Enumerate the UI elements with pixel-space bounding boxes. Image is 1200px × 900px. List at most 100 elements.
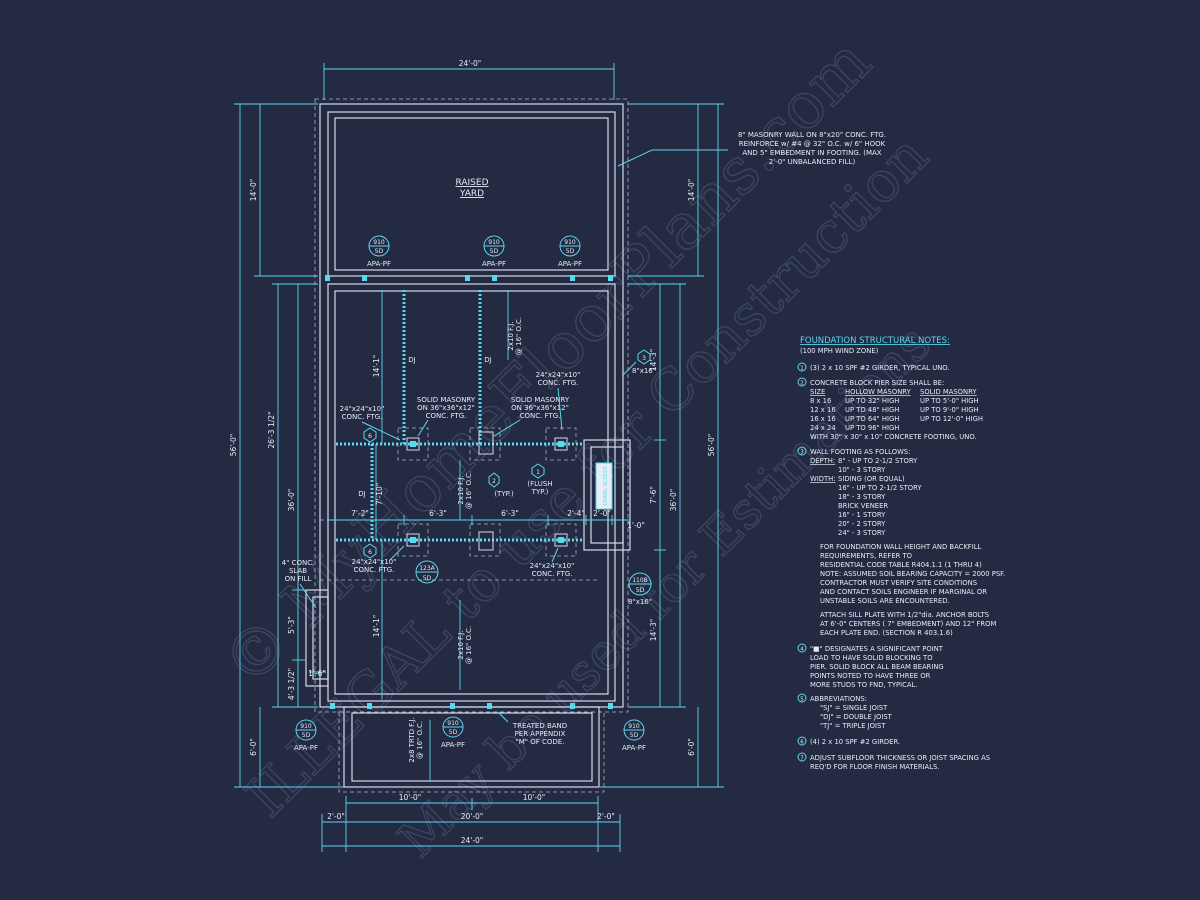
note-marker: 6 xyxy=(363,543,377,559)
right-bay-wall xyxy=(583,439,631,551)
pier xyxy=(406,533,420,547)
apa-tag: 910 5D APA-PF xyxy=(558,235,582,268)
svg-text:SOLID MASONRY: SOLID MASONRY xyxy=(920,388,977,396)
section-tag: 110B 5D 8"x16" xyxy=(628,572,652,606)
svg-text:20" - 2 STORY: 20" - 2 STORY xyxy=(838,520,886,528)
svg-text:16" - 1 STORY: 16" - 1 STORY xyxy=(838,511,886,519)
svg-text:12 x 16: 12 x 16 xyxy=(810,406,836,414)
svg-text:CONCRETE BLOCK PIER SIZE SHALL: CONCRETE BLOCK PIER SIZE SHALL BE: xyxy=(810,379,944,387)
right-bay-inner-wall xyxy=(590,446,624,544)
band-label-3: "M" OF CODE. xyxy=(516,738,565,746)
svg-text:(4) 2 x 10 SPF #2 GIRDER.: (4) 2 x 10 SPF #2 GIRDER. xyxy=(810,738,900,746)
svg-text:DEPTH:: DEPTH: xyxy=(810,457,835,465)
raised-yard-label-2: YARD xyxy=(459,189,484,199)
svg-text:5D: 5D xyxy=(566,248,575,255)
raised-yard-label-1: RAISED xyxy=(455,178,488,188)
svg-text:POINTS NOTED TO HAVE THREE OR: POINTS NOTED TO HAVE THREE OR xyxy=(810,672,931,680)
svg-text:910: 910 xyxy=(300,723,312,730)
note-2: 2 CONCRETE BLOCK PIER SIZE SHALL BE: SIZ… xyxy=(797,377,983,441)
dj-label: DJ xyxy=(358,490,365,498)
svg-text:UP TO 64" HIGH: UP TO 64" HIGH xyxy=(845,415,899,423)
crawl-access-opening xyxy=(595,462,613,510)
footing-label-1: 24"x24"x10" xyxy=(536,371,581,379)
pier-footing xyxy=(545,523,577,557)
point-load-marker xyxy=(330,703,335,709)
svg-text:SIZE: SIZE xyxy=(810,388,825,396)
point-load-marker xyxy=(367,703,372,709)
apa-tag: 910 5D APA-PF xyxy=(482,235,506,268)
dim-v-710: 7'-10" xyxy=(375,483,384,506)
note-marker: 1 (FLUSH TYP.) xyxy=(527,463,553,496)
wall-note: 8" MASONRY WALL ON 8"x20" CONC. FTG. REI… xyxy=(738,131,886,166)
svg-text:(TYP.): (TYP.) xyxy=(494,490,514,498)
structural-notes: FOUNDATION STRUCTURAL NOTES: (100 MPH WI… xyxy=(797,336,1005,771)
svg-text:110B: 110B xyxy=(632,577,648,584)
svg-text:8 x 16: 8 x 16 xyxy=(810,397,831,405)
girders xyxy=(336,290,584,542)
dim-right-middle: 36'-0" xyxy=(669,489,678,512)
note-marker: 3 8"x16" xyxy=(621,349,656,377)
svg-text:UP TO 48" HIGH: UP TO 48" HIGH xyxy=(845,406,899,414)
svg-text:"DJ" = DOUBLE JOIST: "DJ" = DOUBLE JOIST xyxy=(820,713,893,721)
foundation-wall-paragraph: FOR FOUNDATION WALL HEIGHT AND BACKFILL … xyxy=(820,543,1005,605)
pier xyxy=(478,531,494,551)
dim-v-141a: 14'-1" xyxy=(372,355,381,378)
dim-h-10: 1'-0" xyxy=(627,521,645,530)
point-load-marker xyxy=(492,275,497,281)
fj-label-1: 2x10 F.J. xyxy=(457,475,465,504)
svg-text:5D: 5D xyxy=(636,587,645,594)
svg-text:3: 3 xyxy=(800,450,804,456)
note-6: 6 (4) 2 x 10 SPF #2 GIRDER. xyxy=(797,736,900,746)
svg-text:2: 2 xyxy=(800,381,804,387)
note-4: 4 "■" DESIGNATES A SIGNIFICANT POINT LOA… xyxy=(797,643,944,689)
note-7: 7 ADJUST SUBFLOOR THICKNESS OR JOIST SPA… xyxy=(797,752,990,771)
pier xyxy=(554,533,568,547)
svg-text:REQUIREMENTS, REFER TO: REQUIREMENTS, REFER TO xyxy=(820,552,912,560)
svg-text:REQ'D FOR FLOOR FINISH MATERIA: REQ'D FOR FLOOR FINISH MATERIALS. xyxy=(810,763,939,771)
point-load-marker xyxy=(325,275,330,281)
apa-tag: 910 5D APA-PF xyxy=(294,719,318,752)
wall-note-4: 2'-0" UNBALANCED FILL) xyxy=(769,158,856,166)
dim-h-63a: 6'-3" xyxy=(429,509,447,518)
raised-yard-inner-wall xyxy=(334,117,609,271)
dim-h-20: 2'-0" xyxy=(593,509,611,518)
svg-text:24 x 24: 24 x 24 xyxy=(810,424,836,432)
point-load-marker xyxy=(465,275,470,281)
wall-note-2: REINFORCE w/ #4 @ 32" O.C. w/ 6" HOOK xyxy=(739,140,886,148)
wall-note-3: AND 5" EMBEDMENT IN FOOTING. (MAX xyxy=(742,149,881,157)
dim-left-bottom: 6'-0" xyxy=(249,738,258,756)
svg-text:WIDTH:: WIDTH: xyxy=(810,475,836,483)
dim-right-upper: 14'-3" xyxy=(649,349,658,372)
svg-text:910: 910 xyxy=(488,239,500,246)
svg-text:WALL FOOTING AS FOLLOWS:: WALL FOOTING AS FOLLOWS: xyxy=(810,448,910,456)
dim-bottom-left-side: 2'-0" xyxy=(327,812,345,821)
note-3: 3 WALL FOOTING AS FOLLOWS: DEPTH: 8" - U… xyxy=(797,446,922,537)
svg-text:5D: 5D xyxy=(375,248,384,255)
dim-h-24: 2'-4" xyxy=(567,509,585,518)
fj-label-2: @ 16" O.C. xyxy=(465,471,473,509)
svg-text:HOLLOW MASONRY: HOLLOW MASONRY xyxy=(845,388,912,396)
svg-text:TYP.): TYP.) xyxy=(531,488,549,496)
svg-text:(FLUSH: (FLUSH xyxy=(527,480,552,488)
dim-h-63b: 6'-3" xyxy=(501,509,519,518)
svg-text:910: 910 xyxy=(564,239,576,246)
dim-left-inner: 26'-3 1/2" xyxy=(267,412,276,449)
footing-label-1: 24"x24"x10" xyxy=(352,558,397,566)
note-marker: 6 xyxy=(363,427,377,443)
porch-footing-outline xyxy=(338,711,605,793)
svg-text:WITH 30" x 30" x 10" CONCRETE: WITH 30" x 30" x 10" CONCRETE FOOTING, U… xyxy=(810,433,977,441)
svg-text:MORE STUDS TO FND, TYPICAL.: MORE STUDS TO FND, TYPICAL. xyxy=(810,681,918,689)
svg-text:APA-PF: APA-PF xyxy=(482,260,506,268)
sill-plate-paragraph: ATTACH SILL PLATE WITH 1/2"dia. ANCHOR B… xyxy=(820,611,996,637)
note-1: 1 (3) 2 x 10 SPF #2 GIRDER, TYPICAL UNO. xyxy=(797,362,950,372)
svg-text:APA-PF: APA-PF xyxy=(622,744,646,752)
point-load-marker xyxy=(410,441,416,447)
fj-label-1: 2x10 F.J. xyxy=(457,630,465,659)
dim-left-top: 14'-0" xyxy=(249,179,258,202)
svg-text:16" - UP TO 2-1/2 STORY: 16" - UP TO 2-1/2 STORY xyxy=(838,484,922,492)
point-load-marker xyxy=(558,537,564,543)
footing-label-2: CONC. FTG. xyxy=(342,413,383,421)
svg-text:5D: 5D xyxy=(423,575,432,582)
dim-h-16: 1'-6" xyxy=(308,669,326,678)
